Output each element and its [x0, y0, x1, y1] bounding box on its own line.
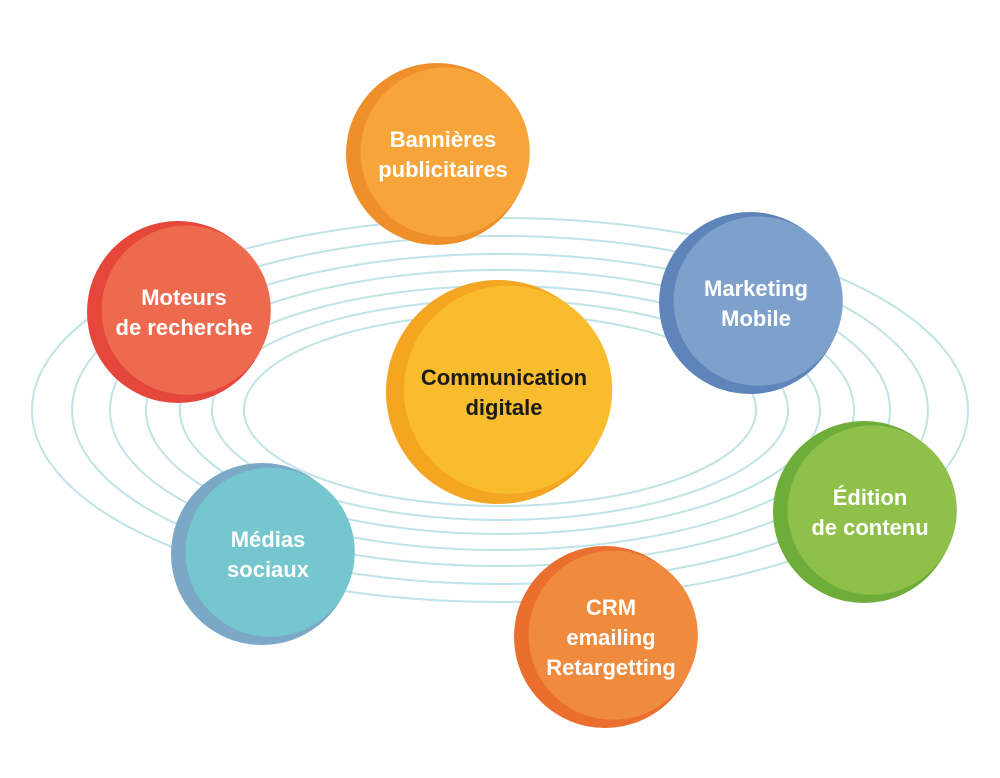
- edition-contenu-label-line: Édition: [833, 485, 908, 510]
- marketing-mobile-circle: [673, 216, 843, 386]
- center-communication-label-line: Communication: [421, 365, 587, 390]
- edition-contenu-node: Édition de contenu: [773, 421, 957, 603]
- medias-sociaux-label-line: sociaux: [227, 557, 310, 582]
- crm-circle: [528, 550, 698, 720]
- crm-label-line: emailing: [566, 625, 655, 650]
- medias-sociaux-label-line: Médias: [231, 527, 306, 552]
- bannieres-label-line: Bannières: [390, 127, 496, 152]
- medias-sociaux-node: Médias sociaux: [171, 463, 355, 645]
- crm-label-line: Retargetting: [546, 655, 676, 680]
- medias-sociaux-circle: [185, 467, 355, 637]
- orbit-ring: [109, 253, 891, 567]
- marketing-mobile-label-line: Mobile: [721, 306, 791, 331]
- bannieres-label-line: publicitaires: [378, 157, 508, 182]
- moteurs-recherche-label-line: de recherche: [116, 315, 253, 340]
- center-communication-node: Communication digitale: [386, 280, 613, 504]
- center-communication-label-line: digitale: [465, 395, 542, 420]
- edition-contenu-label-line: de contenu: [811, 515, 928, 540]
- moteurs-recherche-label-line: Moteurs: [141, 285, 227, 310]
- crm-label-line: CRM: [586, 595, 636, 620]
- bannieres-node: Bannières publicitaires: [346, 63, 530, 245]
- moteurs-recherche-node: Moteurs de recherche: [87, 221, 271, 403]
- center-communication-circle: [403, 285, 613, 494]
- orbit-ring: [71, 235, 929, 585]
- marketing-mobile-label-line: Marketing: [704, 276, 808, 301]
- edition-contenu-circle: [787, 425, 957, 595]
- orbit-ring: [145, 269, 855, 551]
- bannieres-circle: [360, 67, 530, 237]
- moteurs-recherche-circle: [101, 225, 271, 395]
- node-circles: Communication digitale Bannières publicitai…: [87, 63, 957, 728]
